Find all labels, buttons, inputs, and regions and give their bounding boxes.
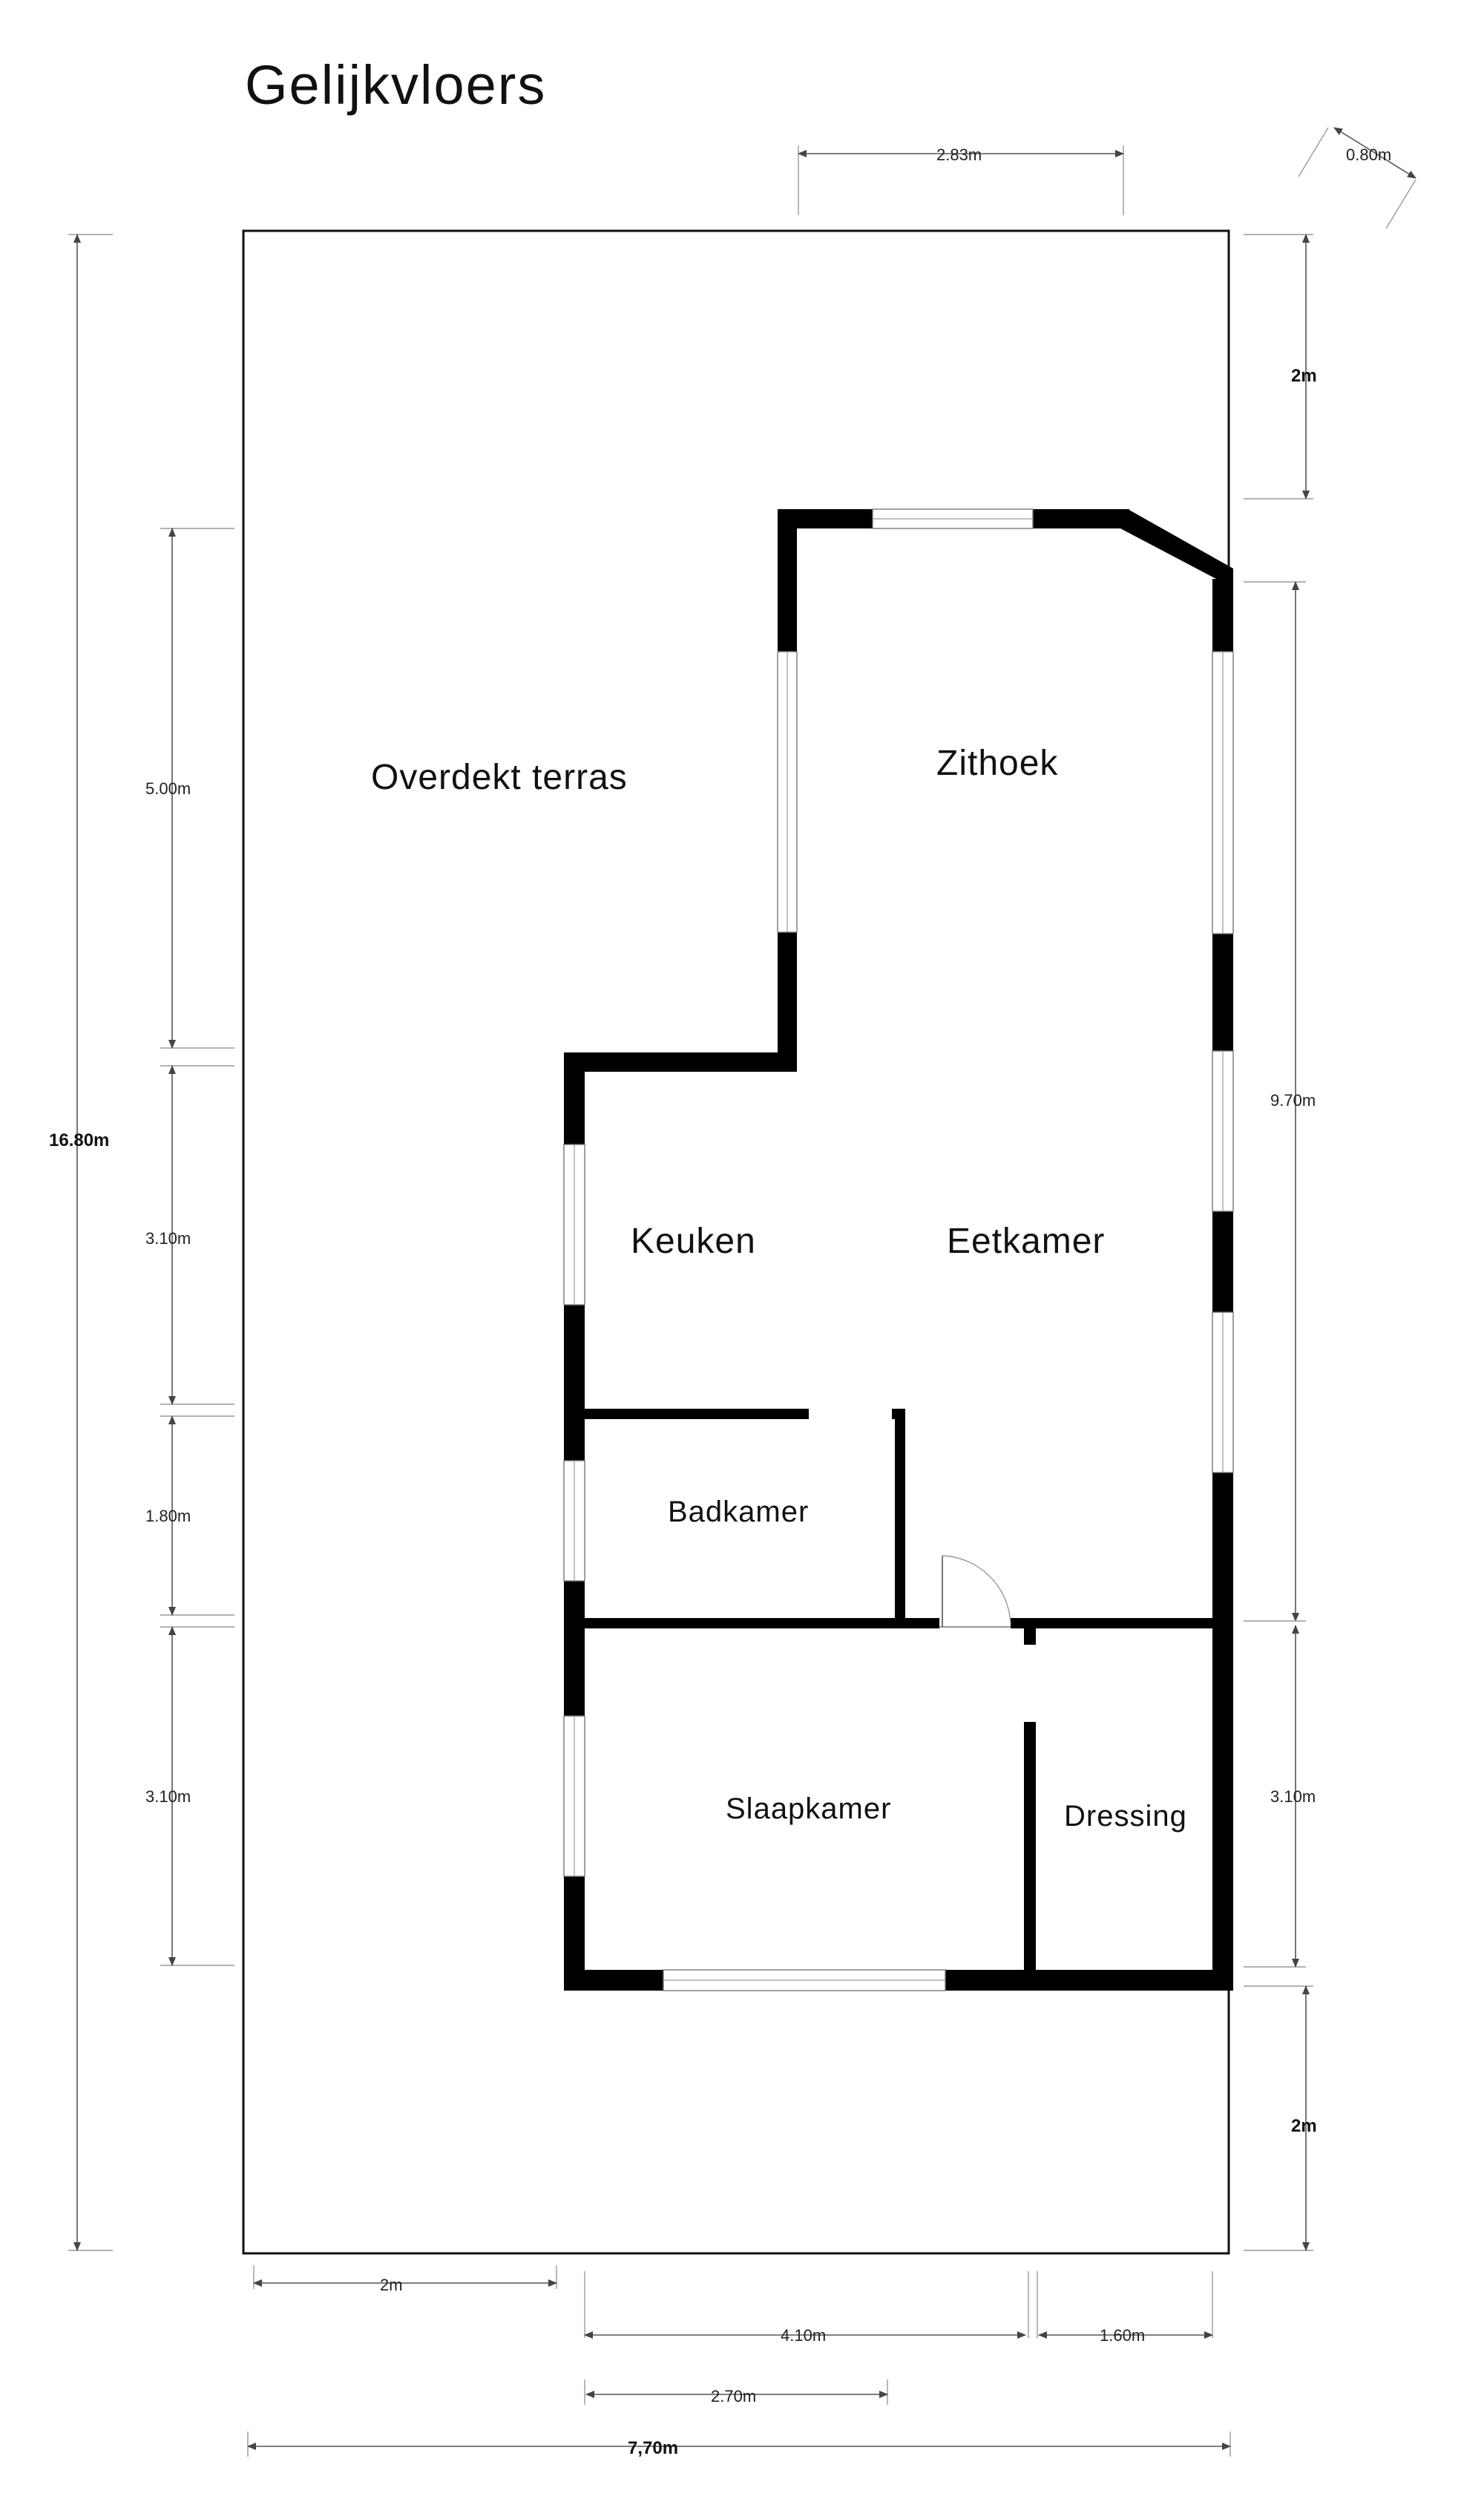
room-label-terrace: Overdekt terras	[371, 758, 628, 797]
svg-text:4.10m: 4.10m	[781, 2326, 826, 2345]
svg-text:7,70m: 7,70m	[628, 2438, 678, 2458]
room-label-bathroom: Badkamer	[668, 1496, 809, 1528]
svg-text:1.60m: 1.60m	[1100, 2326, 1145, 2345]
svg-text:2m: 2m	[1291, 2116, 1317, 2136]
room-label-kitchen: Keuken	[631, 1222, 756, 1261]
dimension-right-lower: 3.10m	[1244, 1620, 1316, 1968]
dimension-left-segments: 5.00m 3.10m 1.80m 3.10m	[145, 528, 234, 1966]
svg-text:5.00m: 5.00m	[145, 779, 191, 798]
svg-text:1.80m: 1.80m	[145, 1507, 191, 1525]
walls	[564, 509, 1233, 1991]
svg-text:9.70m: 9.70m	[1270, 1091, 1316, 1110]
svg-text:2m: 2m	[1291, 366, 1317, 386]
room-label-dining: Eetkamer	[947, 1222, 1105, 1261]
dimension-left-total: 16.80m	[49, 234, 113, 2251]
svg-text:3.10m: 3.10m	[145, 1787, 191, 1806]
svg-text:2m: 2m	[380, 2276, 403, 2294]
room-label-dressing: Dressing	[1064, 1800, 1187, 1833]
floor-title: Gelijkvloers	[245, 54, 546, 116]
dimension-top-width: 2.83m	[798, 145, 1124, 215]
svg-text:2.70m: 2.70m	[711, 2387, 756, 2406]
dimension-right-bottom: 2m	[1244, 1985, 1317, 2251]
dimension-corner: 0.80m	[1298, 127, 1416, 229]
svg-text:16.80m: 16.80m	[49, 1130, 109, 1150]
svg-text:3.10m: 3.10m	[1270, 1787, 1316, 1806]
windows	[563, 508, 1234, 1991]
room-label-bedroom: Slaapkamer	[726, 1792, 891, 1825]
svg-text:0.80m: 0.80m	[1346, 145, 1391, 164]
door	[939, 1555, 1011, 1628]
dimension-right-main: 9.70m	[1244, 581, 1316, 1622]
svg-text:3.10m: 3.10m	[145, 1229, 191, 1248]
room-label-sitting: Zithoek	[936, 744, 1058, 783]
dimension-bottom: 2m 4.10m 1.60m 2.70m 7,70m	[247, 2265, 1231, 2458]
dimension-right-top: 2m	[1244, 234, 1317, 500]
svg-text:2.83m: 2.83m	[936, 145, 982, 164]
